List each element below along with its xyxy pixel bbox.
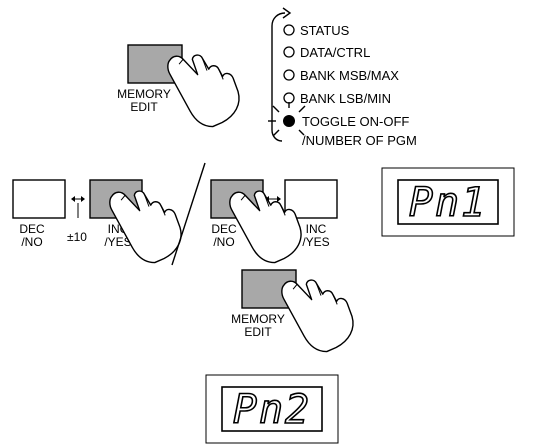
svg-text:EDIT: EDIT <box>244 325 272 339</box>
dec-key-left[interactable]: DEC /NO <box>12 179 66 249</box>
step-label: ±10 <box>67 230 87 244</box>
cycle-arrow-icon <box>271 7 292 142</box>
led-off-icon <box>283 69 295 81</box>
divider-slash <box>171 162 206 266</box>
svg-text:STATUS: STATUS <box>300 23 350 38</box>
svg-text:TOGGLE ON-OFF: TOGGLE ON-OFF <box>302 114 409 129</box>
svg-text:DATA/CTRL: DATA/CTRL <box>300 45 370 60</box>
svg-text:/YES: /YES <box>104 235 131 249</box>
svg-text:/NO: /NO <box>213 235 234 249</box>
pointing-hand-icon <box>165 44 245 134</box>
svg-text:MEMORY: MEMORY <box>231 312 285 326</box>
memory-edit-label-line1: MEMORY <box>117 87 171 101</box>
menu-item-toggle: TOGGLE ON-OFF /NUMBER OF PGM <box>268 102 417 148</box>
svg-text:DEC: DEC <box>211 222 237 236</box>
svg-text:/NO: /NO <box>21 235 42 249</box>
menu-item-bank-msb: BANK MSB/MAX <box>283 68 399 83</box>
pointing-hand-icon <box>279 269 359 359</box>
double-arrow-icon <box>71 196 85 218</box>
svg-text:/YES: /YES <box>302 235 329 249</box>
memory-edit-label-line2: EDIT <box>130 100 158 114</box>
lcd-readout-second: Pn2 <box>233 387 311 433</box>
led-off-icon <box>283 24 295 36</box>
menu-item-data-ctrl: DATA/CTRL <box>283 45 370 60</box>
svg-text:BANK MSB/MAX: BANK MSB/MAX <box>300 68 399 83</box>
svg-text:BANK LSB/MIN: BANK LSB/MIN <box>300 91 391 106</box>
lcd-display-second: Pn2 <box>205 374 339 444</box>
menu-item-status: STATUS <box>283 23 350 38</box>
led-off-icon <box>283 46 295 58</box>
lcd-display-first: Pn1 <box>381 167 515 237</box>
svg-text:DEC: DEC <box>19 222 45 236</box>
svg-text:/NUMBER OF PGM: /NUMBER OF PGM <box>302 133 417 148</box>
led-off-icon <box>283 92 295 104</box>
lcd-readout-first: Pn1 <box>409 180 487 226</box>
svg-text:INC: INC <box>306 222 327 236</box>
menu-item-bank-lsb: BANK LSB/MIN <box>283 91 391 106</box>
led-blink-icon <box>268 102 306 137</box>
